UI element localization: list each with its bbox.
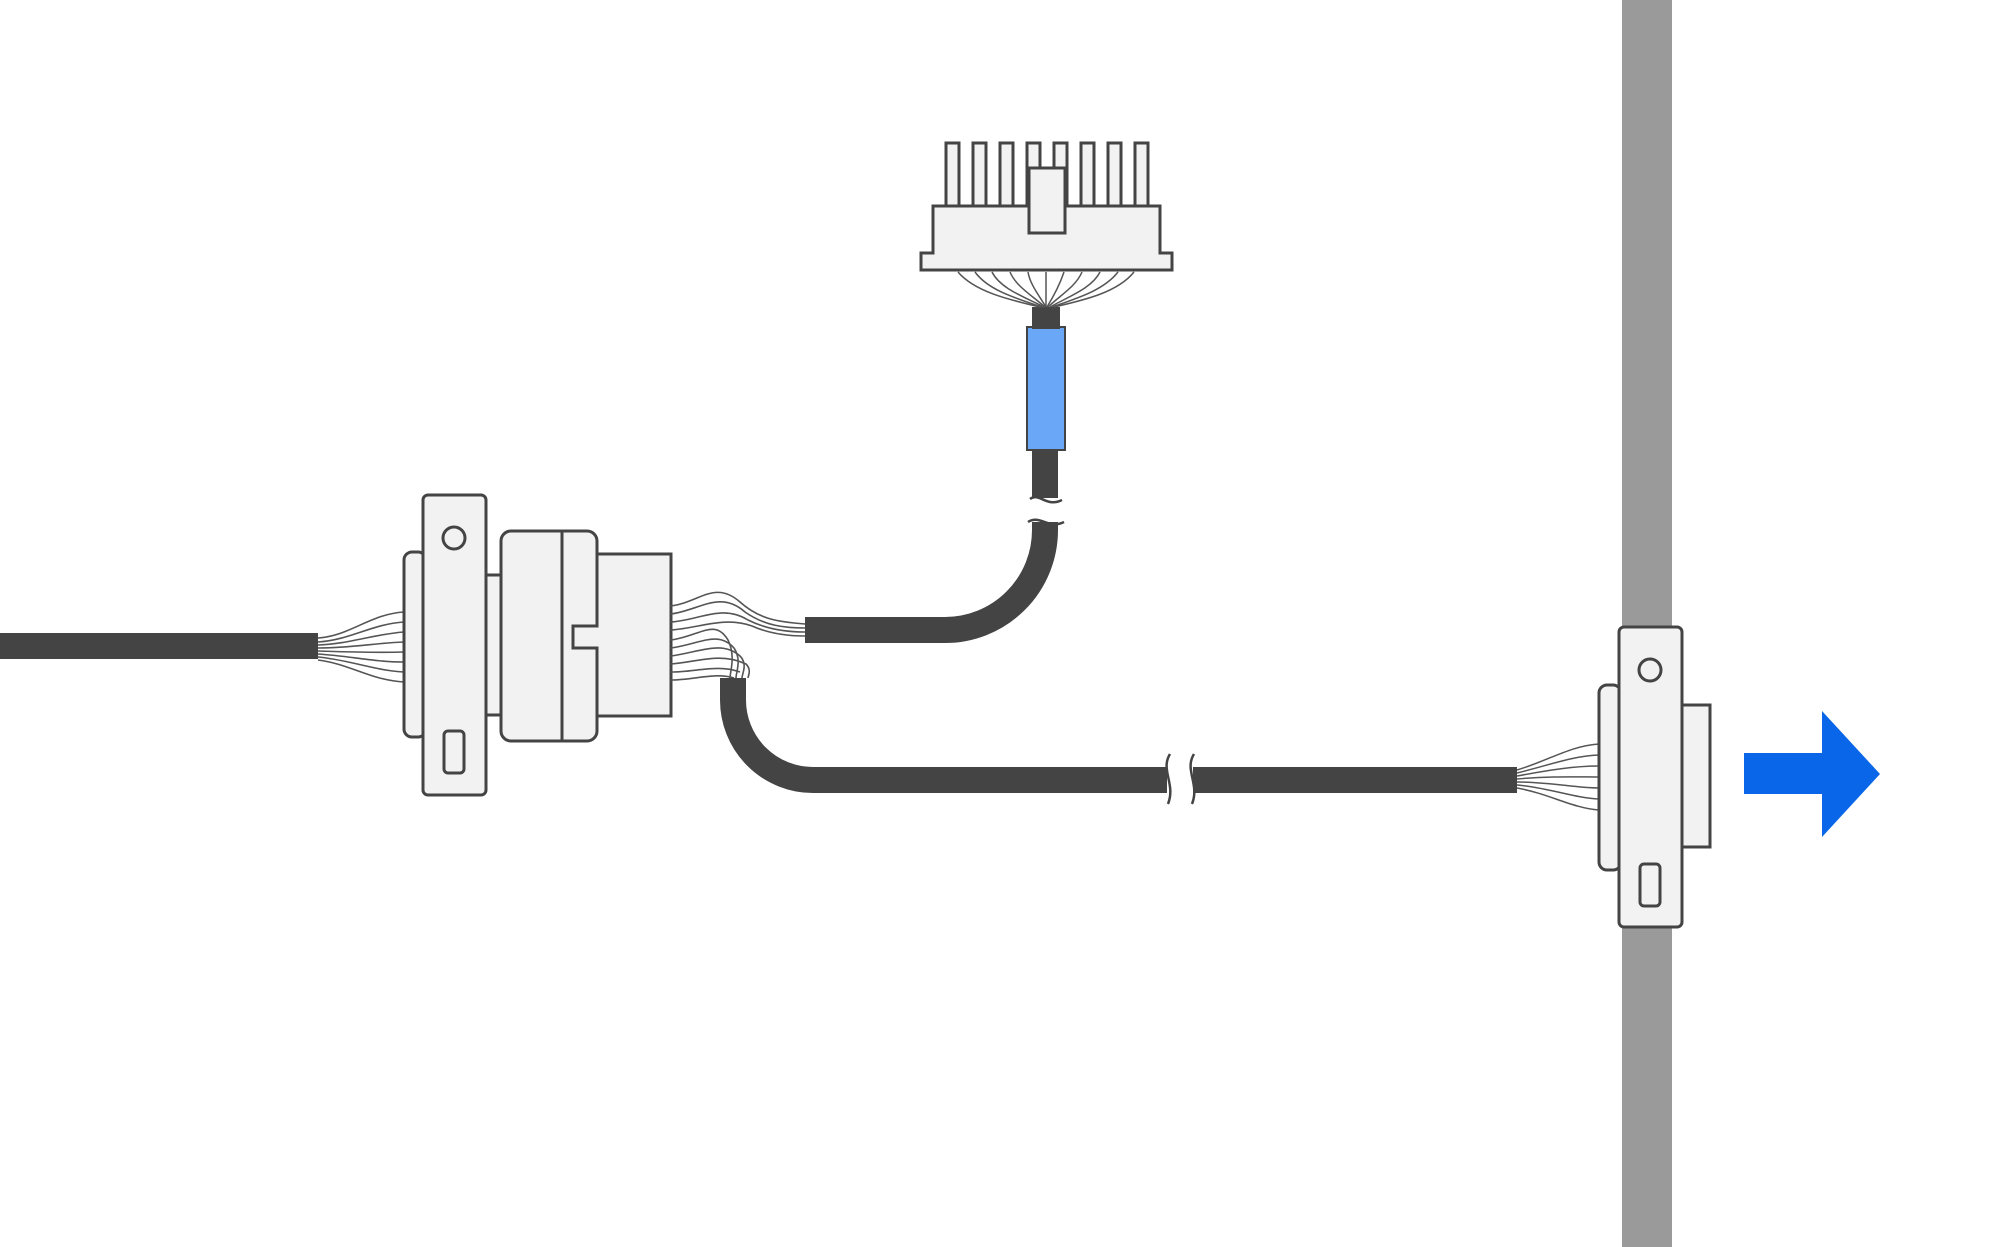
mount-hole-slot: [442, 729, 466, 775]
top-connector-wire-fan: [957, 271, 1135, 308]
header-pin-6: [1079, 141, 1096, 209]
lower-branch-cable: [720, 678, 1517, 793]
panel-connector-front-body: [1680, 703, 1712, 849]
heat-shrink-sleeve: [1026, 326, 1066, 451]
input-wire-fan: [317, 611, 405, 683]
header-pin-8: [1133, 141, 1150, 209]
arrow-right-icon: [1744, 711, 1880, 837]
mount-hole-round: [441, 525, 467, 551]
header-body: [919, 204, 1174, 272]
panel-connector-wire-fan: [1516, 743, 1600, 811]
header-latch: [1027, 166, 1067, 235]
input-cable: [0, 633, 318, 659]
upper-branch-cable: [805, 450, 1058, 643]
header-pin-7: [1106, 141, 1123, 209]
obd-splitter-connector: [402, 493, 673, 797]
panel-mount-hole-round: [1637, 657, 1663, 683]
header-pin-1: [944, 141, 961, 209]
upper-cable-short-segment: [1032, 307, 1060, 329]
lower-cable-break-mark: [1165, 753, 1196, 805]
header-pin-2: [971, 141, 988, 209]
header-pin-3: [998, 141, 1015, 209]
panel-mount-hole-slot: [1638, 862, 1662, 908]
splitter-socket-block: [571, 552, 673, 718]
pin-header-connector: [919, 141, 1174, 272]
panel-mount-connector: [1597, 625, 1712, 929]
splitter-output-wires: [670, 591, 806, 681]
upper-cable-break-mark: [1024, 496, 1066, 526]
mounting-panel-bar: [1622, 0, 1672, 1247]
